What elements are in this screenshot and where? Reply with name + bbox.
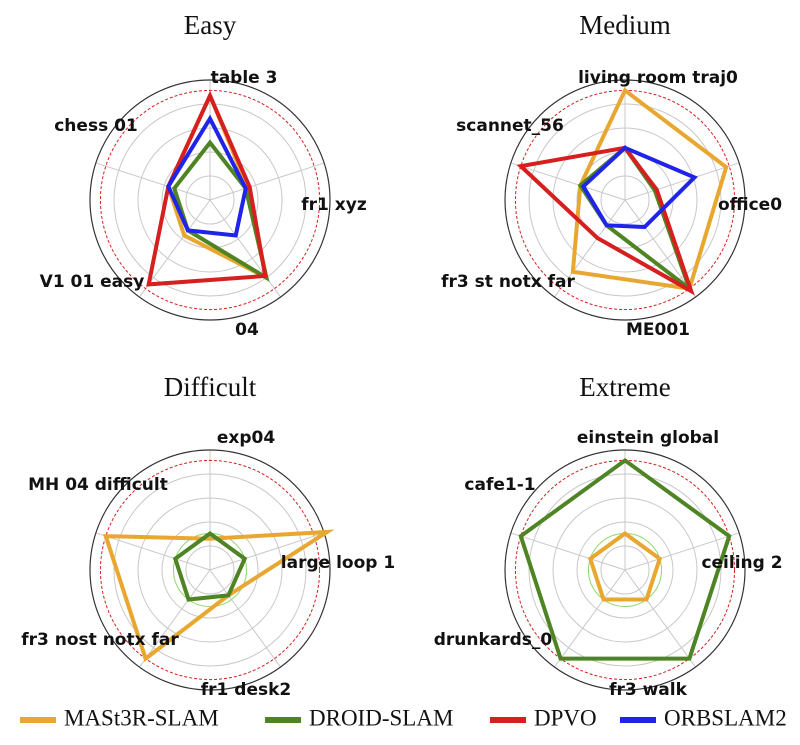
axis-label-fr1-desk2: fr1 desk2 — [201, 680, 291, 700]
axis-label-exp04: exp04 — [217, 428, 275, 448]
radar-panel-easy: Easy table 3 fr1 xyz 04 V1 01 easy chess 01 — [40, 10, 367, 340]
series-mast3r-slam — [587, 531, 663, 602]
axis-label-office0: office0 — [718, 195, 782, 215]
panel-title: Difficult — [164, 372, 257, 402]
series-mast3r-slam — [103, 529, 335, 662]
grid-spoke — [209, 532, 325, 571]
axis-label-fr3-nost-notx-far: fr3 nost notx far — [21, 630, 179, 650]
grid-spoke — [209, 569, 281, 668]
axis-label-fr1-xyz: fr1 xyz — [301, 195, 367, 215]
grid-spoke — [624, 162, 740, 201]
axis-label-scannet-56: scannet_56 — [456, 116, 564, 136]
series-mast3r-slam — [570, 87, 729, 291]
grid-spoke — [510, 532, 626, 571]
axis-label-ceiling-2: ceiling 2 — [701, 553, 782, 573]
axis-label-einstein-global: einstein global — [577, 428, 719, 448]
legend-label-droid-slam: DROID-SLAM — [309, 705, 453, 730]
series-orbslam2 — [166, 114, 248, 238]
axis-label-04: 04 — [235, 320, 259, 340]
axis-label-chess-01: chess 01 — [54, 116, 138, 136]
grid-spoke — [554, 199, 626, 298]
axis-label-mh-04-difficult: MH 04 difficult — [28, 475, 168, 495]
grid-spoke — [139, 569, 211, 668]
axis-label-living-room-traj0: living room traj0 — [578, 68, 738, 88]
panel-title: Easy — [184, 10, 237, 40]
legend-label-dpvo: DPVO — [534, 705, 597, 730]
axis-label-large-loop-1: large loop 1 — [281, 553, 395, 573]
axis-label-v1-01-easy: V1 01 easy — [40, 272, 145, 292]
outer-ring — [89, 79, 331, 321]
grid-spoke — [95, 162, 211, 201]
grid-spoke — [624, 532, 740, 571]
grid-spoke — [624, 199, 696, 298]
axis-label-me001: ME001 — [626, 320, 690, 340]
outer-ring — [89, 449, 331, 691]
grid-spoke — [554, 569, 626, 668]
radar-panel-difficult: Difficult exp04 large loop 1 fr1 desk2 fr3 n… — [21, 372, 395, 700]
series-droid-slam — [172, 531, 248, 602]
series-dpvo — [516, 145, 695, 296]
outer-ring — [504, 449, 746, 691]
threshold-ring — [99, 89, 321, 311]
axis-label-drunkards-0: drunkards_0 — [434, 630, 553, 650]
legend-label-mast3r-slam: MASt3R-SLAM — [64, 705, 219, 730]
series-dpvo — [146, 90, 268, 287]
outer-ring — [504, 79, 746, 321]
threshold-ring — [99, 459, 321, 681]
axis-label-cafe1-1: cafe1-1 — [464, 475, 535, 495]
grid-spoke — [510, 162, 626, 201]
series-droid-slam — [518, 457, 732, 661]
axis-label-table-3: table 3 — [211, 68, 278, 88]
radar-panel-extreme: Extreme einstein global ceiling 2 fr3 walk d… — [434, 372, 783, 700]
axis-label-fr3-walk: fr3 walk — [609, 680, 688, 700]
grid-spoke — [624, 569, 696, 668]
legend: MASt3R-SLAM DROID-SLAM DPVO ORBSLAM2 — [20, 705, 787, 730]
series-orbslam2 — [580, 145, 698, 230]
panel-title: Extreme — [579, 372, 670, 402]
legend-label-orbslam2: ORBSLAM2 — [664, 705, 787, 730]
panel-title: Medium — [579, 10, 671, 40]
grid-spoke — [95, 532, 211, 571]
axis-label-fr3-st-notx-far: fr3 st notx far — [441, 272, 575, 292]
grid-spoke — [209, 162, 325, 201]
